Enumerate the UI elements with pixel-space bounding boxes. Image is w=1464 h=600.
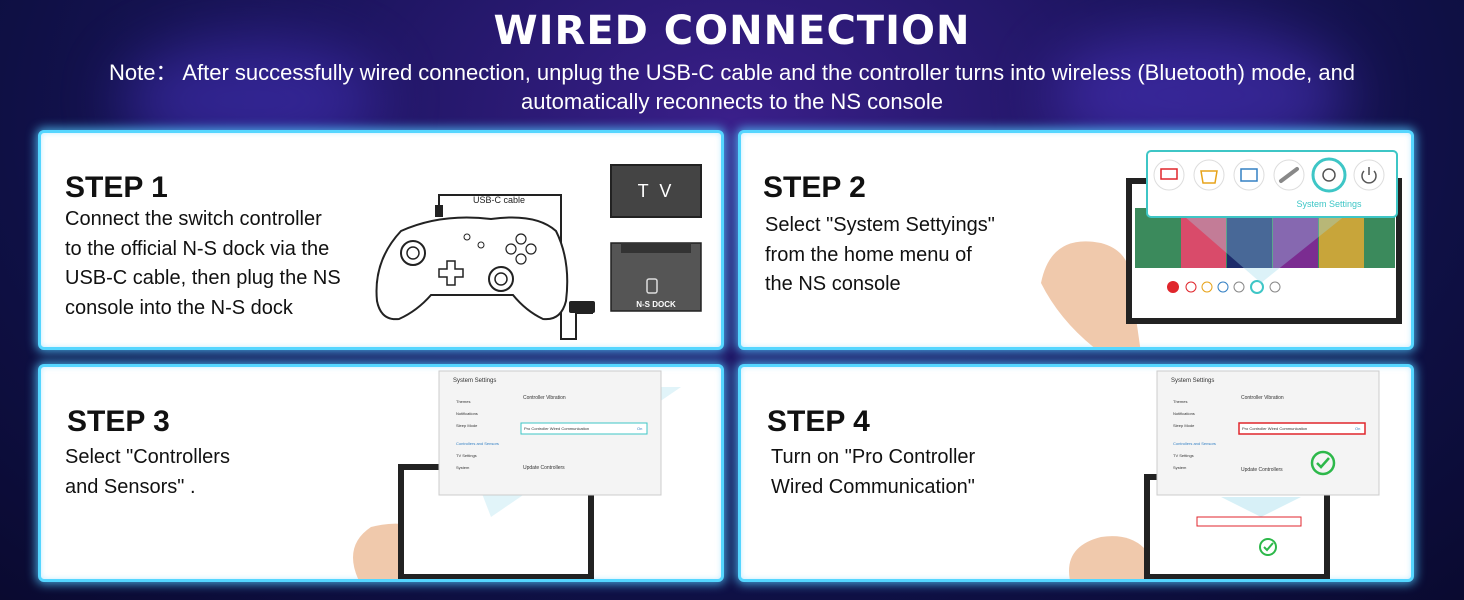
svg-text:TV Settings: TV Settings — [456, 453, 477, 458]
usb-c-cable-label: USB-C cable — [473, 195, 525, 205]
step-4-panel: STEP 4 Turn on "Pro Controller Wired Com… — [738, 364, 1414, 582]
svg-text:System Settings: System Settings — [453, 378, 496, 384]
step-4-text: Turn on "Pro Controller Wired Communicat… — [771, 446, 976, 498]
svg-text:Sleep Mode: Sleep Mode — [1173, 423, 1195, 428]
system-settings-icon — [1311, 157, 1347, 193]
step-1-panel: STEP 1 Connect the switch controller to … — [38, 130, 724, 350]
home-menu-icons — [1153, 157, 1385, 193]
page-note: Note： After successfully wired connectio… — [108, 60, 1356, 114]
svg-text:Controllers and Sensors: Controllers and Sensors — [1173, 441, 1216, 446]
svg-text:On: On — [1355, 426, 1360, 431]
svg-text:Themes: Themes — [456, 399, 470, 404]
check-icon — [1259, 538, 1277, 556]
svg-text:System: System — [456, 465, 470, 470]
svg-text:System Settings: System Settings — [1171, 378, 1214, 384]
step-1-text: Connect the switch controller to the off… — [65, 208, 341, 319]
hand-illustration — [1069, 536, 1155, 579]
svg-text:Notifications: Notifications — [1173, 411, 1195, 416]
tv-label: T V — [638, 181, 675, 201]
controller-icon — [375, 216, 569, 321]
svg-text:Pro Controller Wired Communica: Pro Controller Wired Communication — [1242, 426, 1307, 431]
svg-text:System: System — [1173, 465, 1187, 470]
svg-text:Update Controllers: Update Controllers — [523, 465, 565, 471]
album-icon — [1233, 159, 1265, 191]
svg-text:Controller Vibration: Controller Vibration — [1241, 395, 1284, 401]
svg-text:TV Settings: TV Settings — [1173, 453, 1194, 458]
svg-text:On: On — [637, 426, 642, 431]
dock-icon: N-S DOCK — [610, 242, 702, 312]
svg-text:Controller Vibration: Controller Vibration — [523, 395, 566, 401]
step-2-panel: STEP 2 Select "System Settyings" from th… — [738, 130, 1414, 350]
tv-icon: T V — [610, 164, 702, 218]
dock-label: N-S DOCK — [636, 300, 676, 309]
system-settings-label: System Settings — [1296, 199, 1362, 209]
svg-text:Update Controllers: Update Controllers — [1241, 467, 1283, 473]
svg-text:Sleep Mode: Sleep Mode — [456, 423, 478, 428]
check-icon — [1310, 450, 1336, 476]
page-title: WIRED CONNECTION — [493, 8, 971, 54]
step-1-title: STEP 1 — [65, 171, 168, 204]
shop-icon — [1193, 159, 1225, 191]
controller-dock-diagram: USB-C cable T V N-S DOCK — [375, 164, 702, 340]
step-3-text: Select "Controllers and Sensors" . — [65, 446, 230, 498]
step-2-title: STEP 2 — [763, 171, 866, 204]
svg-text:Themes: Themes — [1173, 399, 1187, 404]
svg-text:Controllers and Sensors: Controllers and Sensors — [456, 441, 499, 446]
step-4-title: STEP 4 — [767, 405, 870, 438]
console-home-menu: System Settings — [1041, 150, 1402, 347]
news-icon — [1153, 159, 1185, 191]
settings-screen-step-3: System Settings Themes Notifications Sle… — [353, 370, 681, 579]
hand-illustration — [1041, 241, 1141, 347]
settings-screen-step-4: System Settings Themes Notifications Sle… — [1069, 370, 1380, 579]
step-2-text: Select "System Settyings" from the home … — [765, 214, 995, 295]
step-3-title: STEP 3 — [67, 405, 170, 438]
step-3-panel: STEP 3 Select "Controllers and Sensors" … — [38, 364, 724, 582]
svg-text:Pro Controller Wired Communica: Pro Controller Wired Communication — [524, 426, 589, 431]
svg-text:Notifications: Notifications — [456, 411, 478, 416]
